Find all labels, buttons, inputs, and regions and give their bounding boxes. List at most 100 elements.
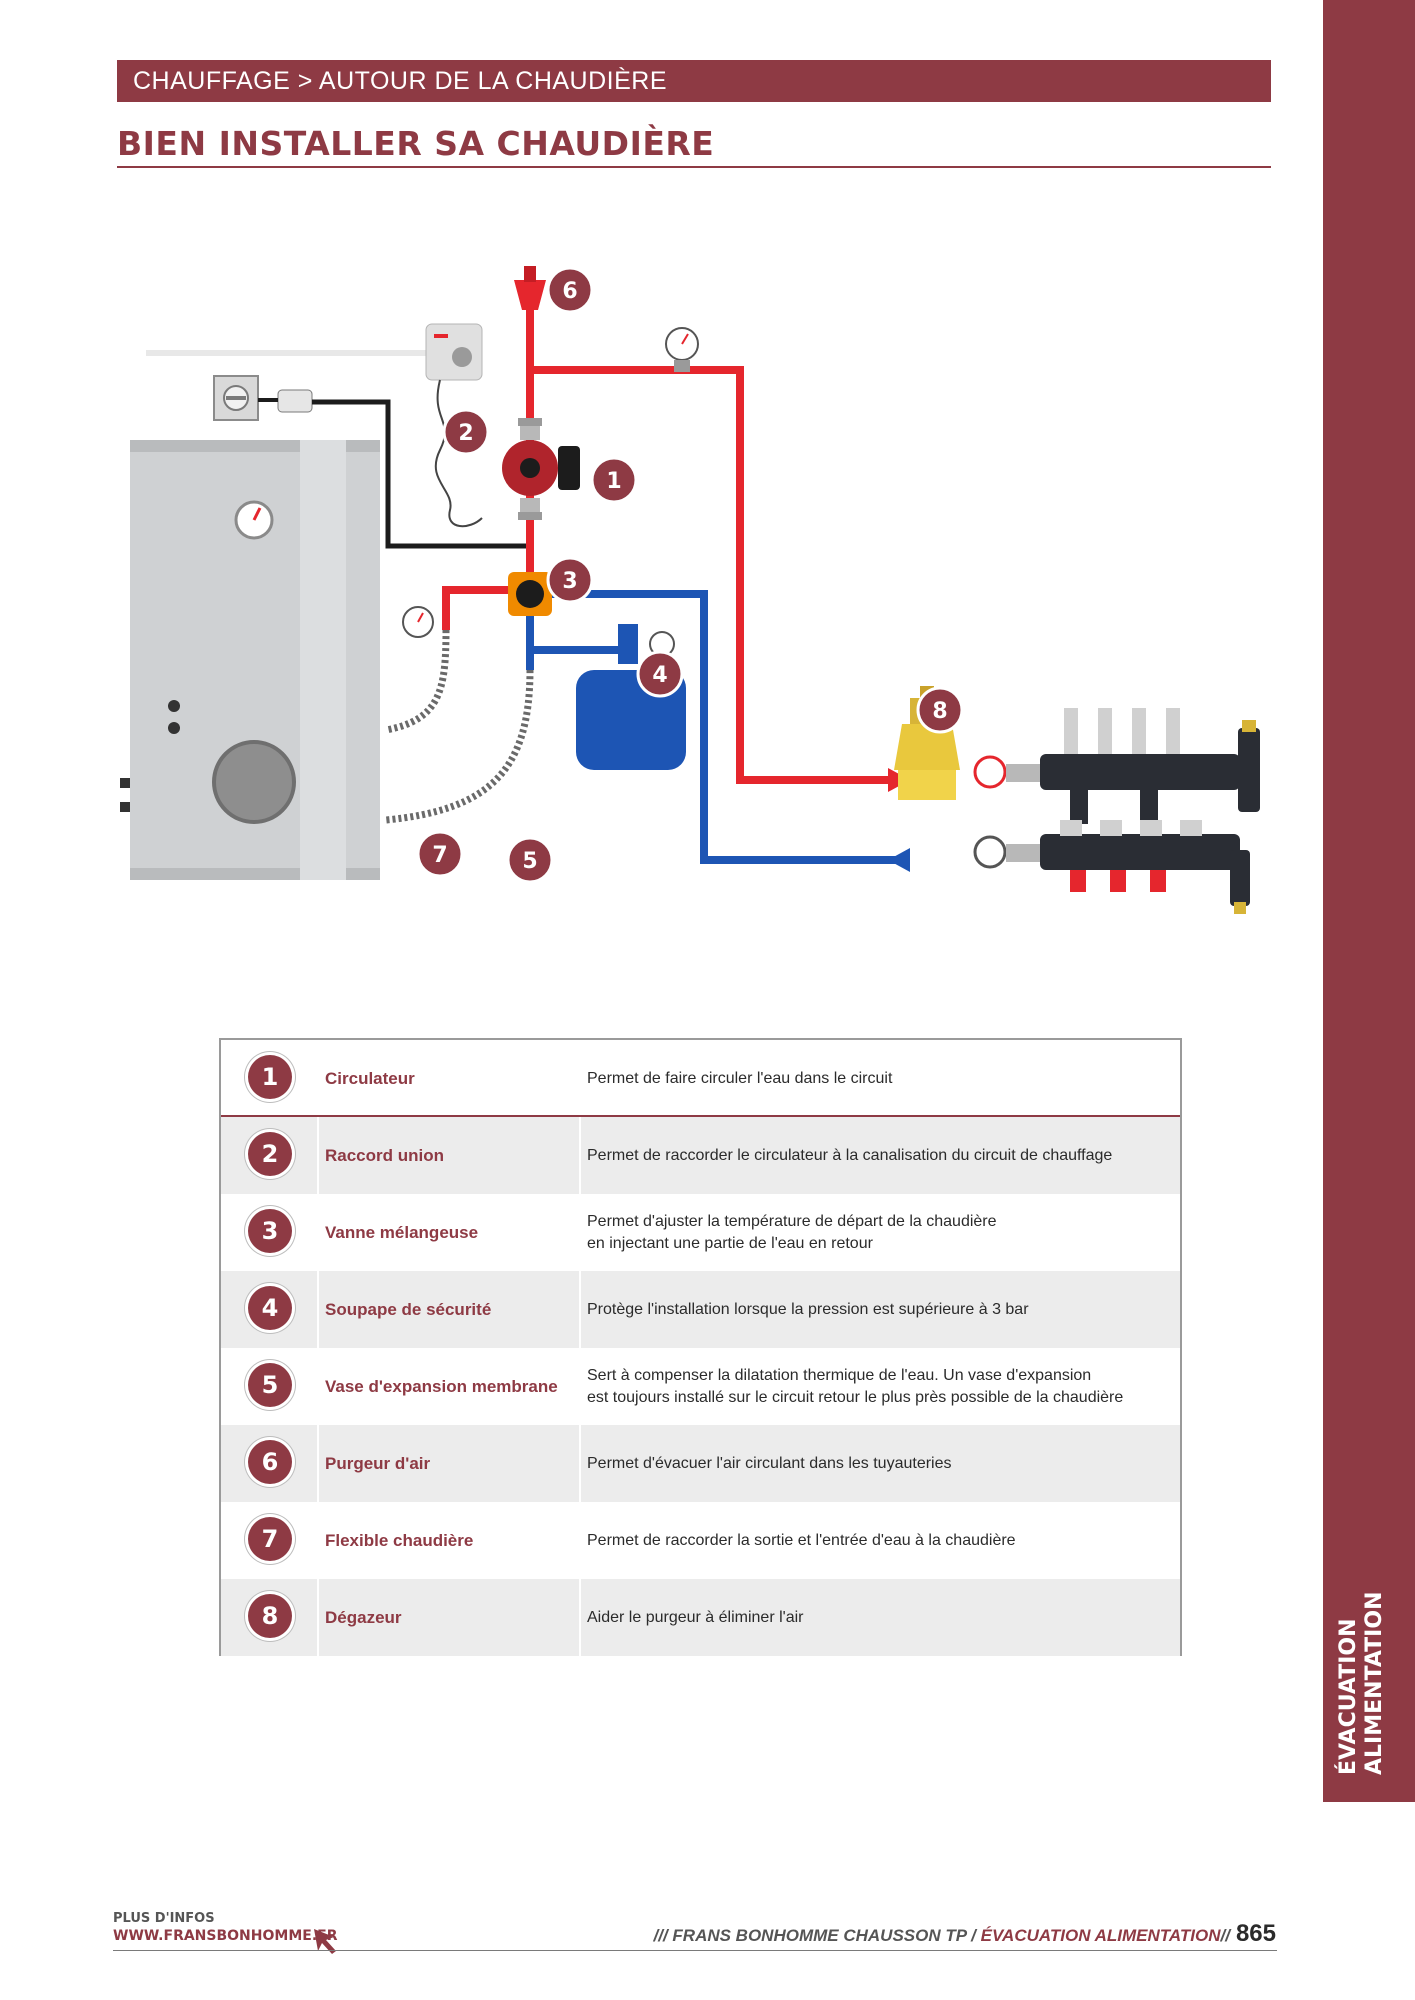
row-number-badge: 1 xyxy=(248,1055,292,1099)
row-description: Aider le purgeur à éliminer l'air xyxy=(587,1579,1167,1656)
side-tab-label: ÉVACUATION ALIMENTATION xyxy=(1336,1592,1388,1776)
circulator-pump-icon xyxy=(502,426,580,512)
row-description: Permet de raccorder la sortie et l'entré… xyxy=(587,1502,1167,1579)
flexible-hose-upper xyxy=(385,629,450,734)
row-description-line: est toujours installé sur le circuit ret… xyxy=(587,1388,1124,1406)
control-box-icon xyxy=(213,375,313,421)
row-description: Protège l'installation lorsque la pressi… xyxy=(587,1271,1167,1348)
marker-6: 6 xyxy=(546,266,594,314)
row-number-badge: 4 xyxy=(248,1286,292,1330)
legend-row: 1 Circulateur Permet de faire circuler l… xyxy=(221,1040,1180,1117)
marker-3: 3 xyxy=(546,556,594,604)
page-title: BIEN INSTALLER SA CHAUDIÈRE xyxy=(117,124,715,163)
row-description: Permet de faire circuler l'eau dans le c… xyxy=(587,1040,1167,1117)
manifold-icon xyxy=(973,708,1260,914)
svg-text:4: 4 xyxy=(652,663,667,688)
wall-shelf xyxy=(146,350,426,356)
row-description-line: Protège l'installation lorsque la pressi… xyxy=(587,1300,1029,1318)
row-description-line: Permet d'ajuster la température de dépar… xyxy=(587,1212,997,1230)
footer-website-link[interactable]: WWW.FRANSBONHOMME.FR xyxy=(113,1928,338,1944)
row-description: Permet de raccorder le circulateur à la … xyxy=(587,1117,1167,1194)
column-divider xyxy=(579,1117,581,1194)
legend-row: 6 Purgeur d'air Permet d'évacuer l'air c… xyxy=(221,1425,1180,1502)
row-number-badge: 6 xyxy=(248,1440,292,1484)
svg-text:6: 6 xyxy=(562,279,577,304)
legend-row: 8 Dégazeur Aider le purgeur à éliminer l… xyxy=(221,1579,1180,1656)
row-description-line: Permet de raccorder la sortie et l'entré… xyxy=(587,1531,1016,1549)
page-number: 865 xyxy=(1235,1920,1276,1947)
column-divider xyxy=(317,1117,319,1194)
row-number-badge: 8 xyxy=(248,1594,292,1638)
row-name: Dégazeur xyxy=(325,1607,402,1627)
row-description-line: Permet de faire circuler l'eau dans le c… xyxy=(587,1069,893,1087)
footer-rule xyxy=(113,1950,1277,1951)
boiler-diagram: 1 2 3 4 5 6 7 8 xyxy=(120,266,1260,914)
boiler-gauge-icon xyxy=(402,606,434,638)
row-name: Raccord union xyxy=(325,1145,445,1165)
column-divider xyxy=(317,1425,319,1502)
marker-5: 5 xyxy=(506,836,554,884)
cold-flow-arrow xyxy=(888,848,910,872)
row-description: Permet d'ajuster la température de dépar… xyxy=(587,1194,1167,1271)
footer-publisher: /// FRANS BONHOMME CHAUSSON TP / xyxy=(653,1926,981,1945)
svg-text:5: 5 xyxy=(522,849,537,874)
title-rule xyxy=(117,166,1271,168)
column-divider xyxy=(579,1271,581,1348)
footer-section: ÉVACUATION ALIMENTATION xyxy=(980,1926,1221,1945)
row-name: Circulateur xyxy=(325,1068,415,1088)
row-name: Vase d'expansion membrane xyxy=(325,1376,558,1396)
thermostat-cable xyxy=(434,379,483,528)
flexible-hose-lower xyxy=(385,669,534,824)
row-number-badge: 7 xyxy=(248,1517,292,1561)
column-divider xyxy=(317,1271,319,1348)
mixing-valve-icon xyxy=(508,572,552,616)
row-name: Vanne mélangeuse xyxy=(325,1222,479,1242)
side-tab xyxy=(1323,0,1415,1802)
row-description-line: Permet d'évacuer l'air circulant dans le… xyxy=(587,1454,952,1472)
svg-text:1: 1 xyxy=(606,469,621,494)
row-description-line: en injectant une partie de l'eau en reto… xyxy=(587,1234,873,1252)
marker-7: 7 xyxy=(416,830,464,878)
pressure-gauge-icon xyxy=(665,327,699,372)
air-purger-icon xyxy=(514,266,546,310)
column-divider xyxy=(579,1425,581,1502)
svg-text:8: 8 xyxy=(932,699,947,724)
legend-row: 4 Soupape de sécurité Protège l'installa… xyxy=(221,1271,1180,1348)
footer-separator: // xyxy=(1220,1926,1230,1945)
column-divider xyxy=(579,1579,581,1656)
row-description-line: Permet de raccorder le circulateur à la … xyxy=(587,1146,1113,1164)
marker-8: 8 xyxy=(916,686,964,734)
legend-row: 2 Raccord union Permet de raccorder le c… xyxy=(221,1117,1180,1194)
union-fitting-icon xyxy=(518,418,542,520)
breadcrumb: CHAUFFAGE > AUTOUR DE LA CHAUDIÈRE xyxy=(117,60,1271,102)
control-cable xyxy=(312,399,526,549)
side-tab-line2: ALIMENTATION xyxy=(1362,1591,1387,1776)
row-name: Flexible chaudière xyxy=(325,1530,474,1550)
footer-publisher-line: /// FRANS BONHOMME CHAUSSON TP / ÉVACUAT… xyxy=(654,1920,1276,1948)
row-description-line: Sert à compenser la dilatation thermique… xyxy=(587,1366,1092,1384)
legend-row: 7 Flexible chaudière Permet de raccorder… xyxy=(221,1502,1180,1579)
marker-2: 2 xyxy=(442,408,490,456)
row-number-badge: 3 xyxy=(248,1209,292,1253)
svg-text:3: 3 xyxy=(562,569,577,594)
marker-4: 4 xyxy=(636,650,684,698)
column-divider xyxy=(317,1579,319,1656)
row-number-badge: 5 xyxy=(248,1363,292,1407)
row-description-line: Aider le purgeur à éliminer l'air xyxy=(587,1608,804,1626)
marker-1: 1 xyxy=(590,456,638,504)
row-number-badge: 2 xyxy=(248,1132,292,1176)
thermostat-icon xyxy=(425,323,483,381)
svg-text:7: 7 xyxy=(432,843,447,868)
legend-row: 3 Vanne mélangeuse Permet d'ajuster la t… xyxy=(221,1194,1180,1271)
row-description: Permet d'évacuer l'air circulant dans le… xyxy=(587,1425,1167,1502)
row-description: Sert à compenser la dilatation thermique… xyxy=(587,1348,1167,1425)
row-name: Soupape de sécurité xyxy=(325,1299,492,1319)
svg-text:2: 2 xyxy=(458,421,473,446)
cursor-arrow-icon xyxy=(314,1929,336,1954)
footer-info-label: PLUS D'INFOS xyxy=(113,1911,215,1926)
legend-row: 5 Vase d'expansion membrane Sert à compe… xyxy=(221,1348,1180,1425)
legend-table: 1 Circulateur Permet de faire circuler l… xyxy=(219,1038,1182,1656)
boiler-icon xyxy=(120,440,380,880)
side-tab-line1: ÉVACUATION xyxy=(1336,1618,1361,1775)
row-name: Purgeur d'air xyxy=(325,1453,431,1473)
